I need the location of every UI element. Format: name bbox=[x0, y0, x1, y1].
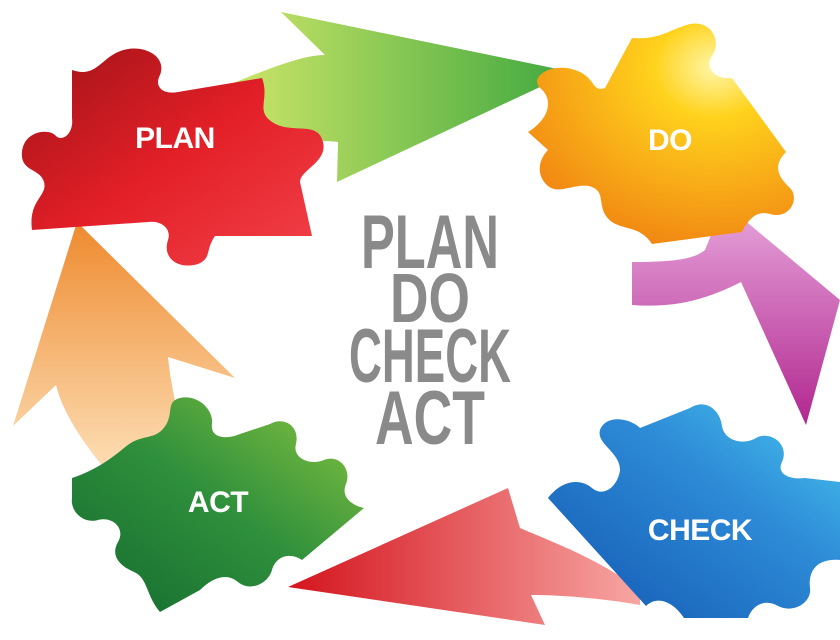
center-word-do: DO bbox=[390, 259, 470, 337]
arrow-check-to-act bbox=[288, 488, 640, 625]
arrow-act-to-plan bbox=[13, 222, 235, 475]
check-puzzle-piece: CHECK bbox=[548, 404, 840, 618]
do-puzzle-piece: DO bbox=[528, 23, 794, 245]
act-label: ACT bbox=[188, 486, 248, 519]
act-puzzle-piece: ACT bbox=[71, 397, 364, 612]
plan-label: PLAN bbox=[135, 122, 215, 155]
plan-puzzle-piece: PLAN bbox=[21, 48, 324, 266]
do-label: DO bbox=[648, 124, 692, 157]
check-label: CHECK bbox=[648, 514, 753, 547]
center-word-check: CHECK bbox=[349, 314, 511, 399]
center-word-act: ACT bbox=[375, 376, 485, 461]
center-title: PLAN DO CHECK ACT bbox=[349, 200, 511, 461]
center-word-plan: PLAN bbox=[361, 200, 499, 285]
arrow-do-to-check bbox=[632, 203, 840, 425]
